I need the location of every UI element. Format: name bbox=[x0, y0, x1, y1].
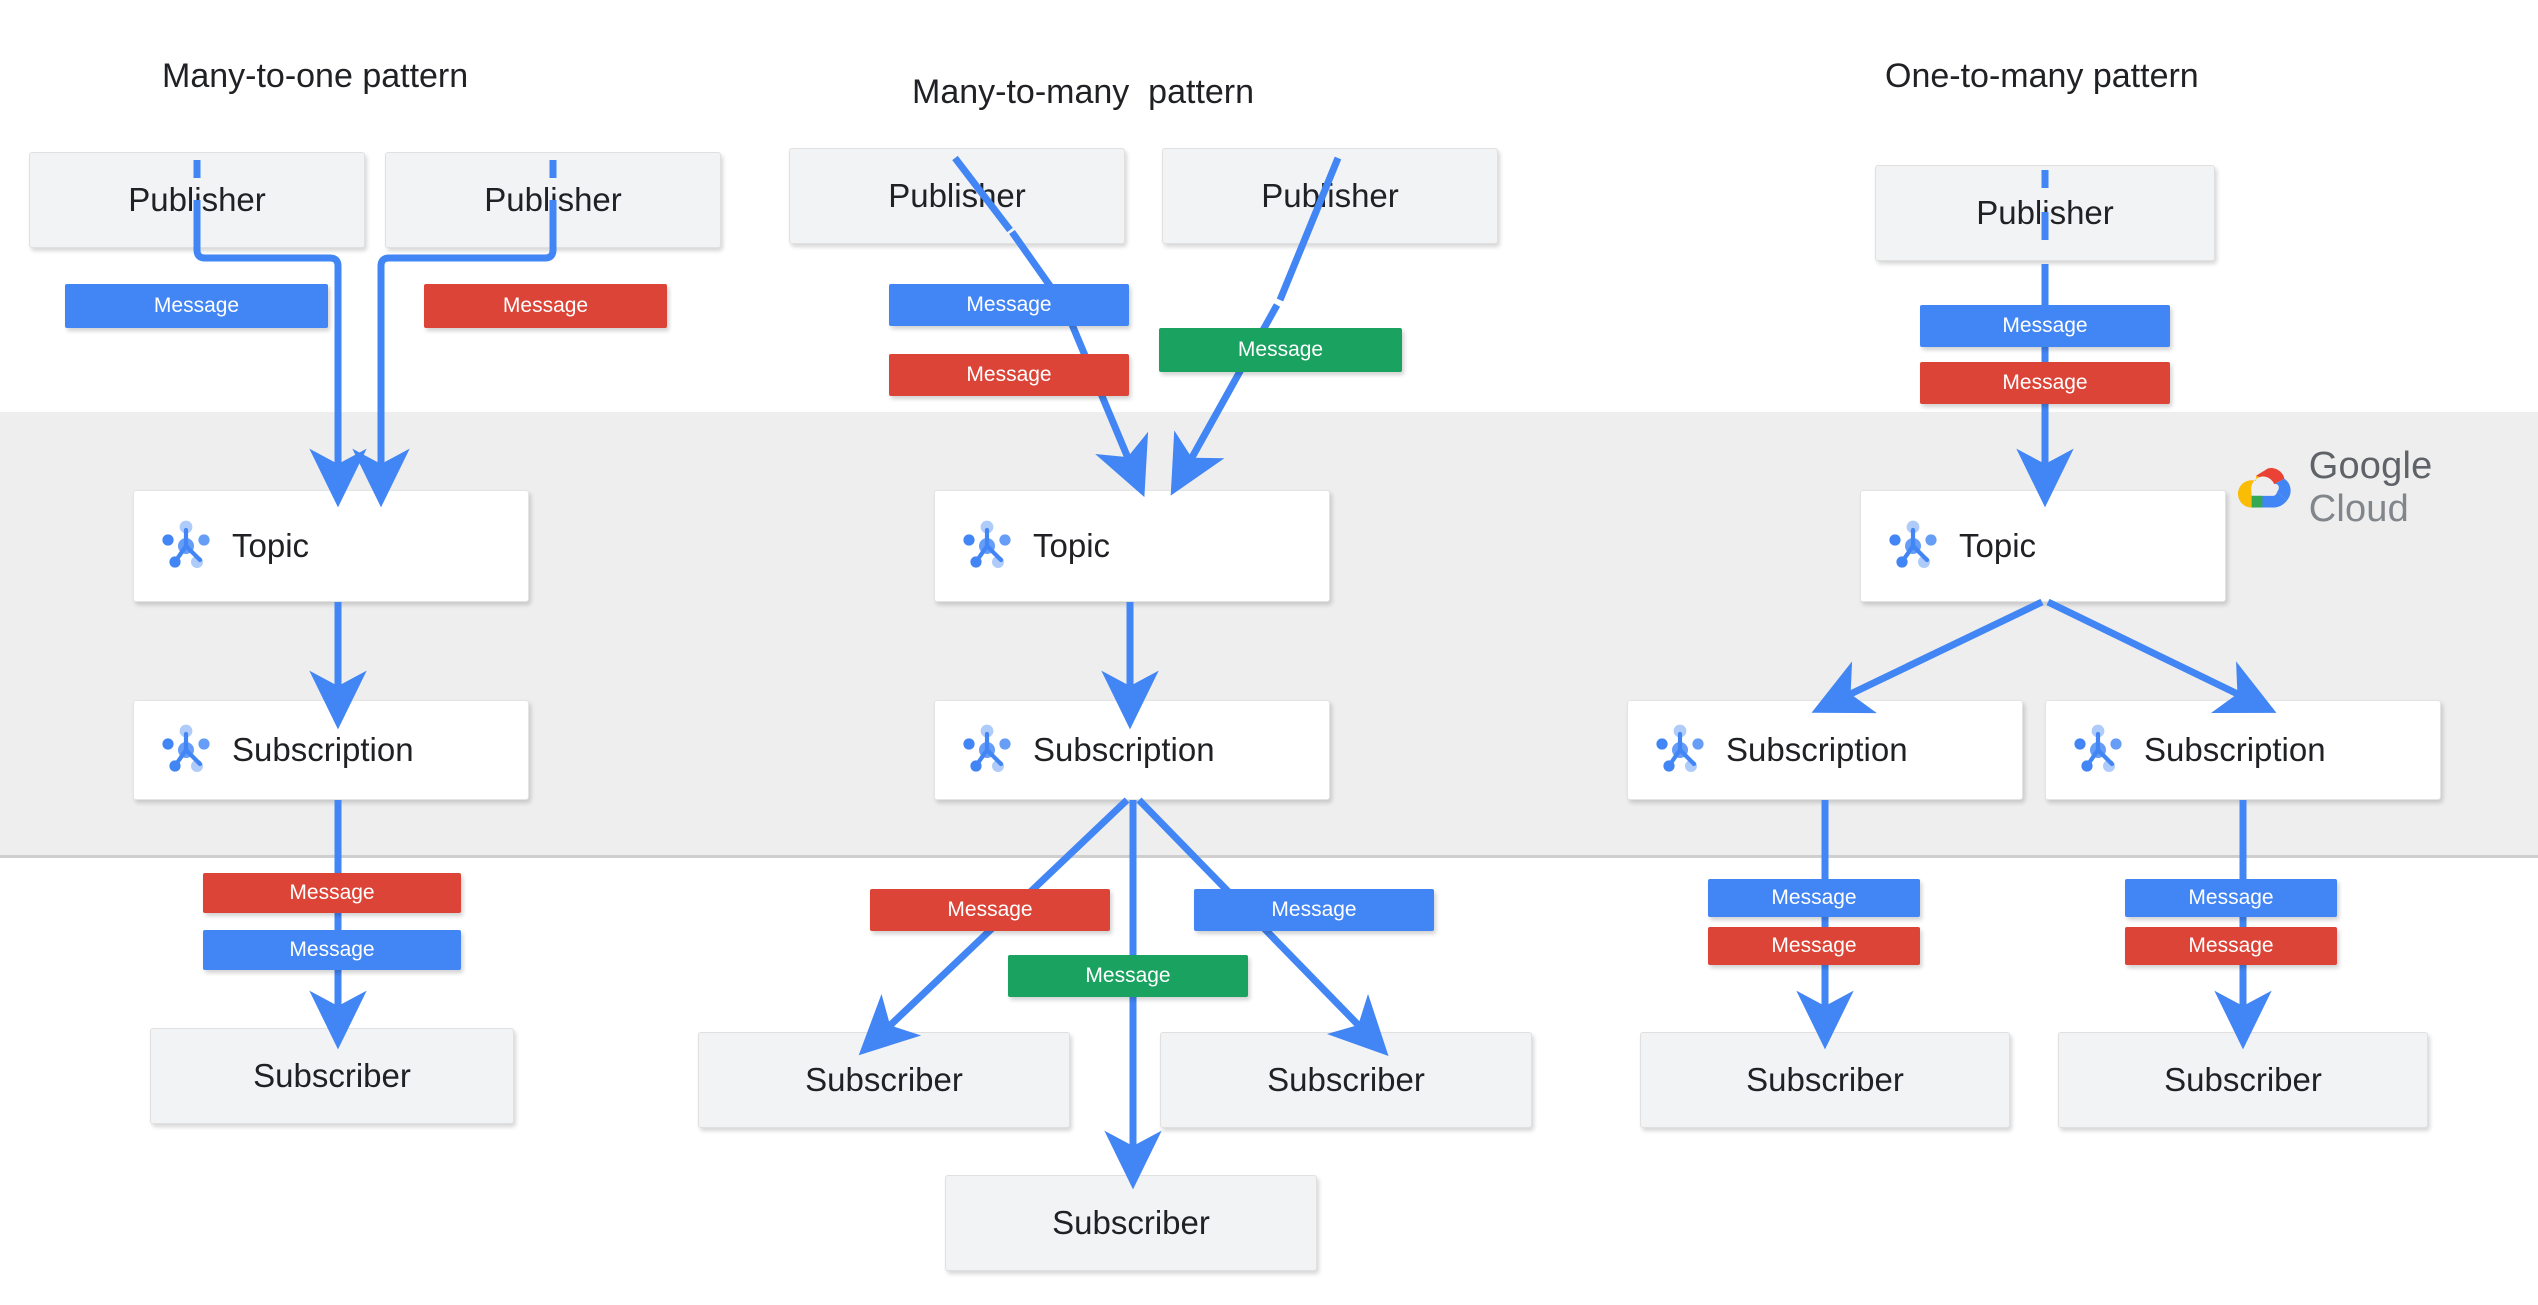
topic-box[interactable]: Topic bbox=[133, 490, 529, 602]
topic-label: Topic bbox=[232, 527, 310, 564]
topic-box[interactable]: Topic bbox=[934, 490, 1330, 602]
publisher-box[interactable]: Publisher bbox=[1162, 148, 1498, 244]
topic-box[interactable]: Topic bbox=[1860, 490, 2226, 602]
subscriber-label: Subscriber bbox=[1267, 1061, 1425, 1098]
message-chip: Message bbox=[1708, 879, 1920, 917]
message-chip: Message bbox=[203, 930, 461, 970]
pubsub-icon bbox=[963, 520, 1011, 568]
message-chip: Message bbox=[1159, 328, 1402, 372]
message-label: Message bbox=[2188, 886, 2274, 909]
message-label: Message bbox=[2002, 371, 2088, 394]
message-label: Message bbox=[1271, 898, 1357, 921]
topic-label: Topic bbox=[1959, 527, 2037, 564]
message-chip: Message bbox=[2125, 879, 2337, 917]
message-chip: Message bbox=[1008, 955, 1248, 997]
pubsub-icon bbox=[162, 520, 210, 568]
pubsub-icon bbox=[963, 724, 1011, 772]
message-chip: Message bbox=[889, 284, 1129, 326]
pubsub-icon bbox=[2074, 724, 2122, 772]
title-many-to-many: Many-to-many pattern bbox=[912, 73, 1255, 111]
message-label: Message bbox=[1771, 934, 1857, 957]
subscriber-label: Subscriber bbox=[2164, 1061, 2322, 1098]
message-chip: Message bbox=[65, 284, 328, 328]
message-chip: Message bbox=[1920, 305, 2170, 347]
subscription-label: Subscription bbox=[1033, 731, 1215, 768]
message-chip: Message bbox=[870, 889, 1110, 931]
google-cloud-cloud-icon bbox=[2238, 468, 2291, 508]
message-label: Message bbox=[2188, 934, 2274, 957]
title-many-to-one: Many-to-one pattern bbox=[162, 57, 469, 95]
message-chip: Message bbox=[1708, 927, 1920, 965]
title-one-to-many: One-to-many pattern bbox=[1885, 57, 2199, 95]
subscription-box[interactable]: Subscription bbox=[1627, 700, 2023, 800]
message-label: Message bbox=[1237, 338, 1324, 361]
message-label: Message bbox=[153, 294, 240, 317]
message-chip: Message bbox=[2125, 927, 2337, 965]
pubsub-icon bbox=[1889, 520, 1937, 568]
topic-label: Topic bbox=[1033, 527, 1111, 564]
message-label: Message bbox=[289, 938, 375, 961]
pubsub-icon bbox=[162, 724, 210, 772]
message-label: Message bbox=[502, 294, 589, 317]
subscription-box[interactable]: Subscription bbox=[2045, 700, 2441, 800]
message-label: Message bbox=[1085, 964, 1171, 987]
subscriber-label: Subscriber bbox=[805, 1061, 963, 1098]
pubsub-icon bbox=[1656, 724, 1704, 772]
google-cloud-logo: Google Cloud bbox=[2238, 445, 2538, 531]
message-label: Message bbox=[1771, 886, 1857, 909]
message-chip: Message bbox=[1194, 889, 1434, 931]
message-label: Message bbox=[966, 363, 1052, 386]
message-label: Message bbox=[2002, 314, 2088, 337]
message-label: Message bbox=[966, 293, 1052, 316]
subscriber-box[interactable]: Subscriber bbox=[945, 1175, 1317, 1271]
subscription-label: Subscription bbox=[2144, 731, 2326, 768]
message-label: Message bbox=[289, 881, 375, 904]
message-chip: Message bbox=[424, 284, 667, 328]
message-chip: Message bbox=[203, 873, 461, 913]
message-chip: Message bbox=[1920, 362, 2170, 404]
subscriber-label: Subscriber bbox=[253, 1057, 411, 1094]
brand-cloud: Cloud bbox=[2308, 488, 2409, 530]
publisher-label: Publisher bbox=[888, 177, 1026, 214]
subscriber-label: Subscriber bbox=[1746, 1061, 1904, 1098]
subscription-label: Subscription bbox=[232, 731, 414, 768]
subscriber-label: Subscriber bbox=[1052, 1204, 1210, 1241]
google-cloud-wordmark: Google Cloud bbox=[2309, 445, 2538, 531]
message-label: Message bbox=[947, 898, 1033, 921]
subscription-label: Subscription bbox=[1726, 731, 1908, 768]
message-chip: Message bbox=[889, 354, 1129, 396]
brand-google: Google bbox=[2308, 445, 2433, 487]
